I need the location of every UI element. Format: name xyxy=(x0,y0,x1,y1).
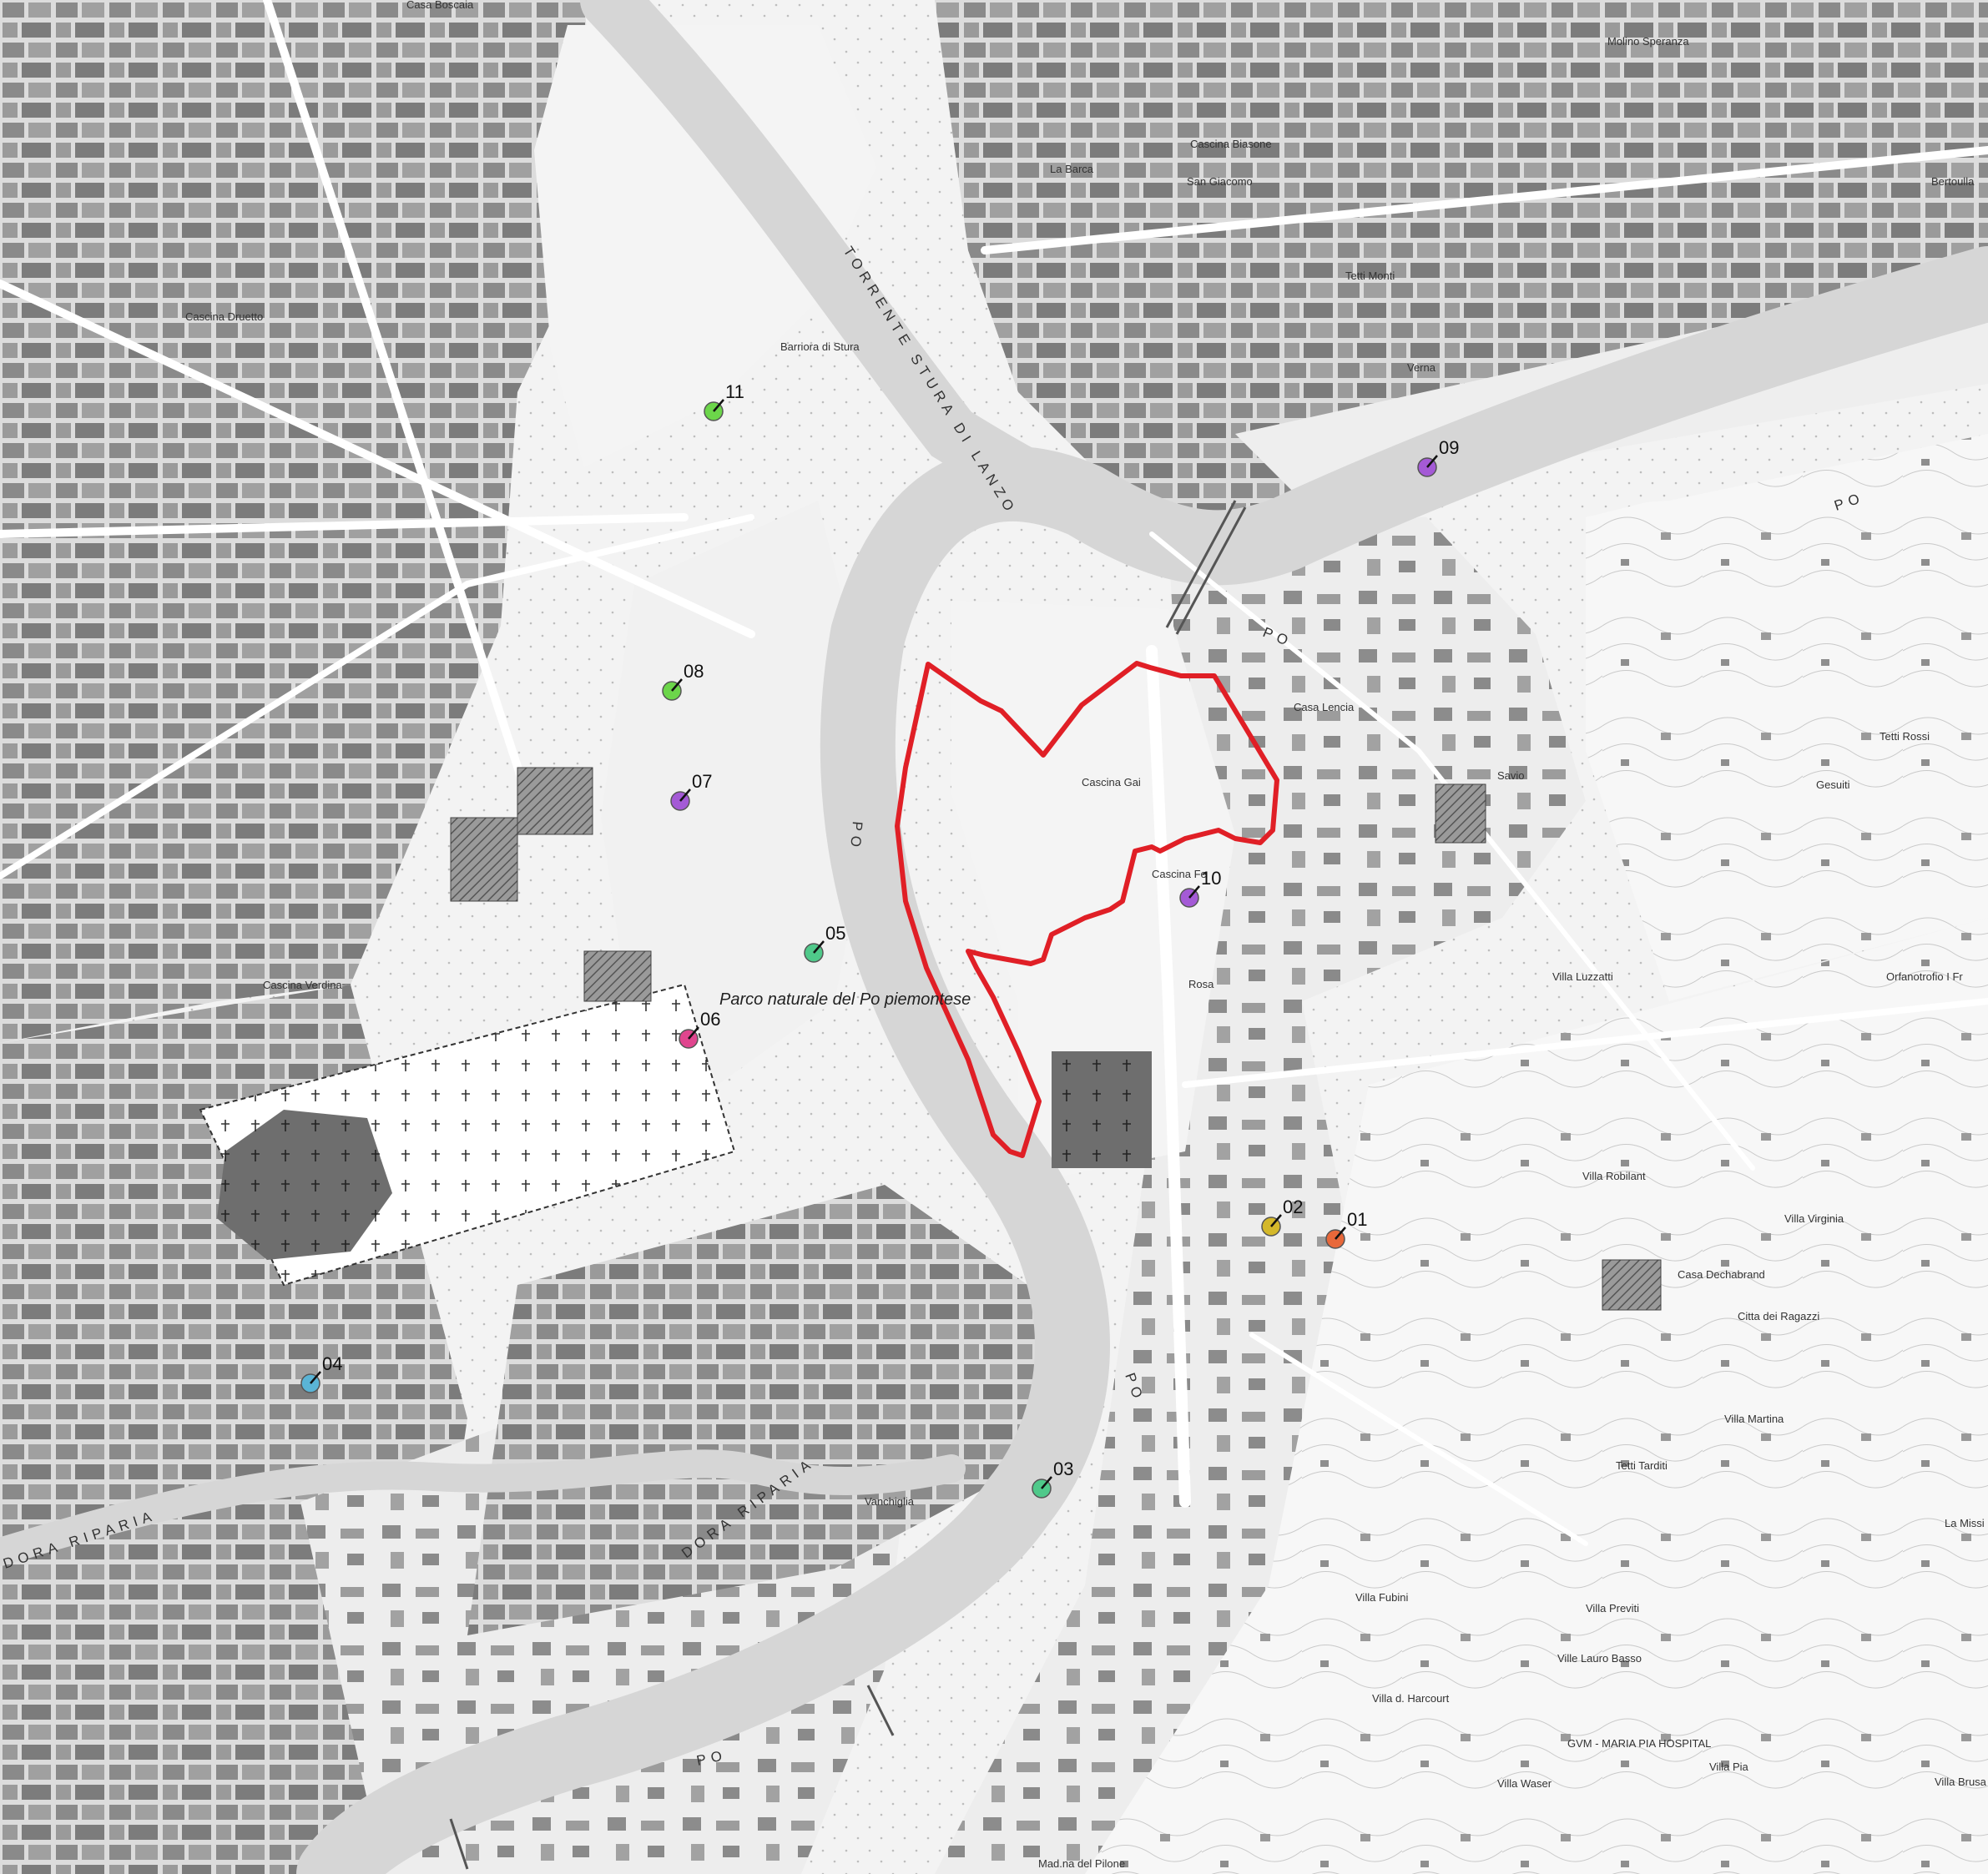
place-label: Rosa xyxy=(1188,978,1214,990)
place-label: Tetti Rossi xyxy=(1880,730,1930,743)
cemetery xyxy=(199,983,1152,1287)
place-label: Casa Dechabrand xyxy=(1678,1268,1765,1281)
place-label: GVM - MARIA PIA HOSPITAL xyxy=(1567,1737,1711,1750)
place-label: Villa Robilant xyxy=(1582,1170,1646,1182)
place-label: Molino Speranza xyxy=(1607,35,1689,48)
marker-09[interactable]: 09 xyxy=(1417,437,1459,477)
place-label: Villa Martina xyxy=(1724,1413,1784,1425)
place-label: Villa Brusa xyxy=(1935,1776,1987,1788)
marker-03[interactable]: 03 xyxy=(1032,1458,1073,1499)
place-labels: Casa Boscaia Molino Speranza La Barca Ca… xyxy=(185,0,1987,1870)
place-label: Casa Boscaia xyxy=(406,0,474,11)
place-label: Cascina Druetto xyxy=(185,310,263,323)
marker-07[interactable]: 07 xyxy=(670,771,712,811)
place-label: La Barca xyxy=(1050,163,1094,175)
roads xyxy=(0,0,1988,1544)
place-label: Tetti Monti xyxy=(1345,270,1395,282)
marker-pin xyxy=(1426,455,1438,468)
place-label: Verna xyxy=(1407,361,1436,374)
marker-pin xyxy=(813,940,825,954)
place-label: Barriora di Stura xyxy=(780,340,860,353)
marker-pin xyxy=(1270,1214,1282,1227)
park-label: Parco naturale del Po piemontese xyxy=(719,990,971,1009)
marker-pin xyxy=(713,399,724,412)
place-label: Villa Fubini xyxy=(1355,1591,1408,1604)
marker-pin xyxy=(1188,885,1200,899)
place-label: Villa d. Harcourt xyxy=(1372,1692,1450,1705)
place-label: Vanchiglia xyxy=(865,1495,915,1508)
marker-02[interactable]: 02 xyxy=(1261,1196,1303,1237)
marker-number: 07 xyxy=(692,771,712,792)
marker-08[interactable]: 08 xyxy=(662,661,704,701)
marker-06[interactable]: 06 xyxy=(679,1009,720,1049)
marker-number: 03 xyxy=(1053,1458,1073,1479)
study-area-boundary[interactable] xyxy=(895,661,1279,1158)
marker-number: 08 xyxy=(684,661,704,682)
marker-05[interactable]: 05 xyxy=(804,923,845,963)
marker-01[interactable]: 01 xyxy=(1325,1209,1367,1249)
place-label: Villa Luzzatti xyxy=(1552,970,1613,983)
place-label: Savio xyxy=(1497,769,1525,782)
marker-pin xyxy=(688,1026,699,1040)
place-label: Cascina Verdina xyxy=(263,979,342,991)
place-label: Cascina Gai xyxy=(1082,776,1141,788)
marker-number: 04 xyxy=(322,1353,342,1374)
marker-pin xyxy=(671,678,683,692)
place-label: Villa Previti xyxy=(1586,1602,1639,1615)
marker-pin xyxy=(1335,1227,1346,1240)
point-markers[interactable]: 01 02 03 04 05 06 07 08 09 10 11 xyxy=(300,381,1459,1499)
marker-number: 02 xyxy=(1283,1196,1303,1217)
place-label: Cascina Fe xyxy=(1152,868,1207,880)
marker-10[interactable]: 10 xyxy=(1179,868,1221,908)
marker-pin xyxy=(679,788,691,802)
place-label: Cascina Biasone xyxy=(1190,138,1272,150)
marker-number: 05 xyxy=(825,923,845,944)
place-label: Tetti Tarditi xyxy=(1616,1459,1668,1472)
place-label: Villa Pia xyxy=(1709,1761,1749,1773)
marker-pin xyxy=(1041,1476,1052,1489)
place-label: Citta dei Ragazzi xyxy=(1738,1310,1819,1322)
marker-04[interactable]: 04 xyxy=(300,1353,342,1393)
place-label: San Giacomo xyxy=(1187,175,1253,188)
place-label: La Missi xyxy=(1945,1517,1985,1529)
marker-number: 06 xyxy=(700,1009,720,1030)
place-label: Orfanotrofio I Fr xyxy=(1886,970,1963,983)
river-label-po-west: PO xyxy=(847,821,865,853)
place-label: Villa Virginia xyxy=(1784,1212,1844,1225)
marker-pin xyxy=(310,1371,321,1384)
marker-number: 10 xyxy=(1201,868,1221,889)
river-po xyxy=(296,246,1988,1874)
place-label: Bertoulla xyxy=(1931,175,1975,188)
place-label: Gesuiti xyxy=(1816,778,1850,791)
place-label: Villa Waser xyxy=(1497,1777,1552,1790)
place-label: Casa Lencia xyxy=(1294,701,1355,713)
place-label: Ville Lauro Basso xyxy=(1557,1652,1642,1665)
river-dora xyxy=(0,1449,966,1566)
marker-11[interactable]: 11 xyxy=(704,381,744,421)
marker-number: 09 xyxy=(1439,437,1459,458)
marker-number: 01 xyxy=(1347,1209,1367,1230)
large-blocks xyxy=(450,767,1662,1311)
place-label: Mad.na del Pilone xyxy=(1038,1857,1125,1870)
bridges xyxy=(449,500,1247,1870)
marker-number: 11 xyxy=(725,381,744,402)
